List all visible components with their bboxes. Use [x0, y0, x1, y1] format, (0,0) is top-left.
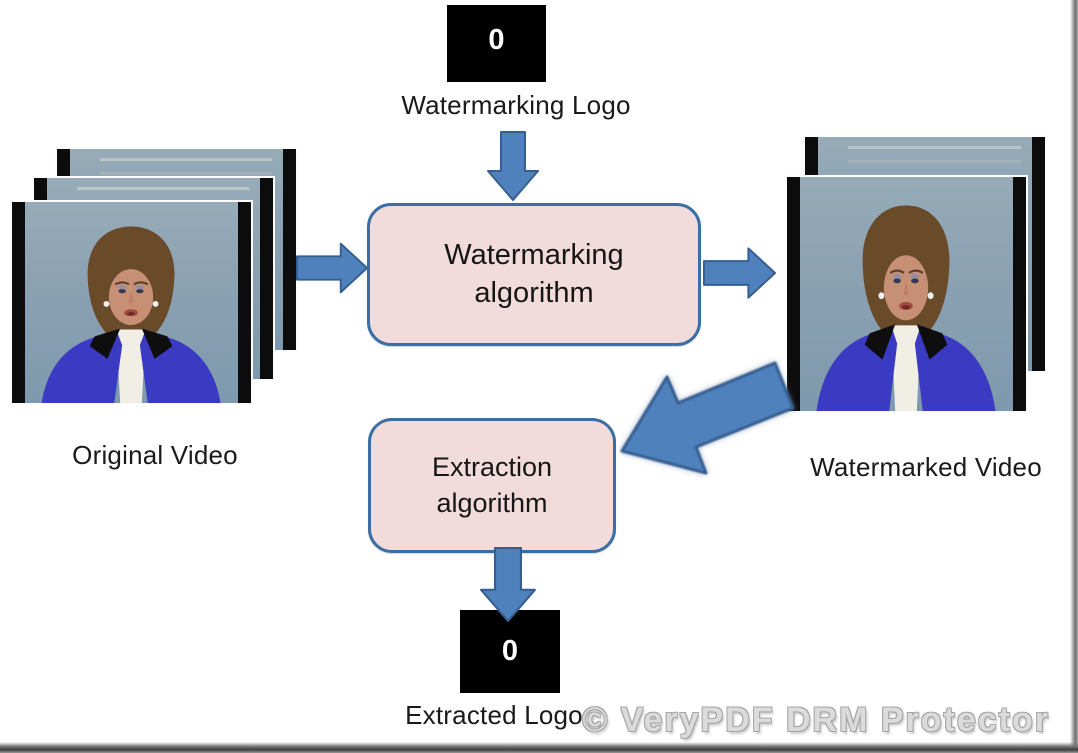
pillarbox-bar	[283, 149, 296, 350]
page-edge-shadow-right	[1070, 0, 1078, 753]
original-video-label: Original Video	[72, 440, 238, 470]
extraction-algorithm-line2: algorithm	[436, 487, 548, 518]
watermarking-logo-label: Watermarking Logo	[401, 90, 631, 120]
watermarking-algorithm-line1: Watermarking	[444, 238, 624, 271]
pillarbox-bar	[1013, 177, 1026, 411]
watermarked-video-label: Watermarked Video	[810, 452, 1042, 482]
original-video-frame-front	[10, 200, 253, 405]
extraction-algorithm-line1: Extraction	[431, 452, 553, 483]
pillarbox-bar	[238, 202, 251, 403]
extracted-logo-label: Extracted Logo	[405, 700, 583, 730]
arrow-diagonal-icon	[620, 361, 795, 475]
extraction-algorithm-box: Extraction algorithm	[368, 418, 616, 553]
pillarbox-bar	[12, 202, 25, 403]
arrow-right-icon	[296, 242, 368, 294]
page-edge-shadow-bottom	[0, 742, 1078, 753]
extracted-logo-value: 0	[501, 635, 519, 667]
watermarking-algorithm-box: Watermarking algorithm	[367, 203, 701, 346]
watermarking-algorithm-line2: algorithm	[474, 276, 594, 309]
pillarbox-bar	[1032, 137, 1045, 371]
arrow-right-icon	[703, 247, 776, 299]
newsreader-image	[816, 205, 996, 411]
verypdf-watermark-text: © VeryPDF DRM Protector	[582, 701, 1050, 739]
arrow-down-icon	[480, 547, 536, 622]
watermarking-logo-value: 0	[488, 24, 505, 56]
extracted-logo-image: 0	[460, 610, 560, 693]
arrow-down-icon	[487, 131, 539, 201]
newsreader-image	[41, 226, 221, 403]
pillarbox-bar	[787, 177, 800, 411]
pillarbox-bar	[260, 178, 273, 379]
watermarking-logo-image: 0	[447, 5, 546, 82]
watermarked-video-frame-front	[785, 175, 1028, 413]
